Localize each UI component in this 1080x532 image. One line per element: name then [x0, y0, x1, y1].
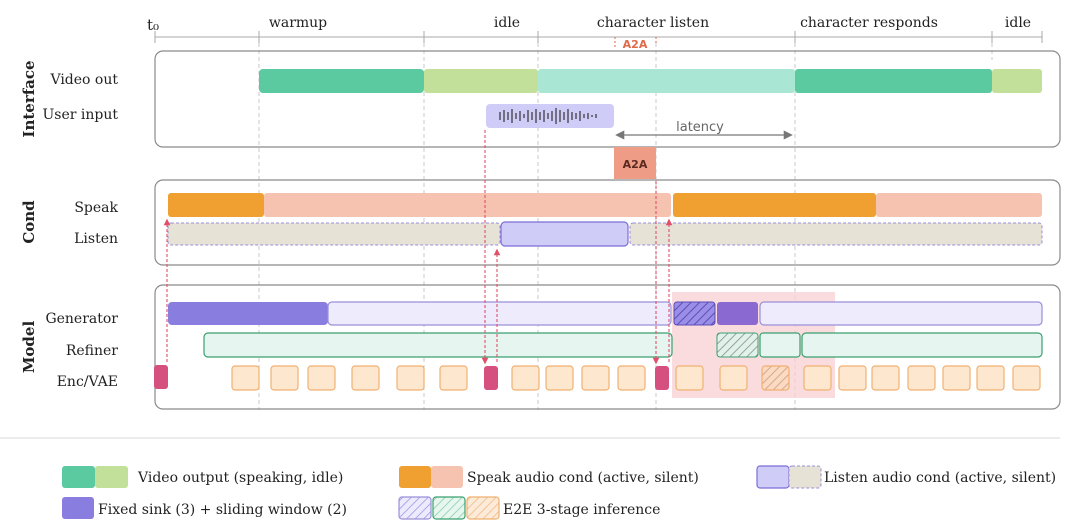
refiner-e2e-block — [716, 332, 759, 358]
vae-tile — [351, 365, 380, 391]
legend-swatch-e2e-generator — [398, 496, 432, 520]
vae-tile — [976, 365, 1005, 391]
phase-character-responds: character responds — [800, 15, 938, 31]
vae-tile — [803, 365, 832, 391]
enc-marker — [655, 366, 669, 390]
a2a-box — [614, 147, 656, 179]
legend-item-listen: Listen audio cond (active, silent) — [756, 465, 1056, 489]
legend-label-e2e: E2E 3-stage inference — [503, 502, 660, 518]
speak-silent-bar — [264, 193, 671, 217]
row-label-refiner: Refiner — [66, 343, 118, 359]
video-idle-bar — [424, 69, 538, 93]
vae-tile — [581, 365, 610, 391]
video-speaking-bar — [259, 69, 424, 93]
legend-item-e2e: E2E 3-stage inference — [398, 496, 660, 520]
row-label-video-out: Video out — [49, 72, 118, 88]
vae-tile — [907, 365, 936, 391]
legend-item-video: Video output (speaking, idle) — [62, 466, 343, 488]
t0-label: t₀ — [147, 16, 159, 34]
user-input-bar — [486, 104, 614, 128]
enc-marker — [484, 366, 498, 390]
row-label-user-input: User input — [42, 107, 118, 123]
vae-tile — [396, 365, 425, 391]
row-label-generator: Generator — [45, 311, 118, 327]
generator-block — [717, 302, 758, 325]
vae-tiles — [231, 365, 1041, 391]
model-section: Model Generator Refiner Enc/VAE — [20, 284, 1061, 410]
timeline: t₀ warmup idle character listen characte… — [147, 15, 1043, 51]
a2a-box-label: A2A — [623, 158, 648, 171]
generator-window-bar — [759, 301, 1043, 326]
a2a-top-label: A2A — [623, 38, 648, 51]
speak-active-bar — [168, 193, 264, 217]
listen-silent-bar — [167, 222, 501, 246]
legend-swatch-video-speaking — [62, 466, 95, 488]
phase-warmup: warmup — [269, 15, 327, 31]
phase-character-listen: character listen — [597, 15, 709, 31]
video-listen-bar — [538, 69, 795, 93]
legend-label-speak: Speak audio cond (active, silent) — [467, 470, 699, 486]
model-title: Model — [20, 321, 38, 374]
legend-swatch-video-idle — [95, 466, 128, 488]
legend-swatch-e2e-refiner — [432, 496, 466, 520]
listen-active-bar — [500, 221, 629, 247]
speak-silent-bar — [876, 193, 1042, 217]
model-frame — [154, 284, 1061, 410]
legend-item-sink: Fixed sink (3) + sliding window (2) — [62, 497, 347, 519]
phase-idle-end: idle — [1005, 15, 1031, 31]
refiner-bar — [801, 332, 1043, 358]
legend-label-sink: Fixed sink (3) + sliding window (2) — [98, 502, 347, 518]
row-label-enc-vae: Enc/VAE — [57, 374, 118, 390]
cond-frame — [154, 179, 1061, 266]
vae-tile — [511, 365, 540, 391]
legend-swatch-speak-active — [399, 466, 431, 488]
legend-label-video: Video output (speaking, idle) — [137, 470, 343, 486]
legend-swatch-e2e-vae — [466, 496, 500, 520]
waveform-icon — [499, 108, 597, 124]
generator-window-bar — [327, 301, 672, 326]
vae-tile — [270, 365, 299, 391]
generator-sink-bar — [168, 302, 328, 325]
vae-tile — [545, 365, 574, 391]
vae-tile — [942, 365, 971, 391]
legend-label-listen: Listen audio cond (active, silent) — [824, 470, 1056, 486]
refiner-bar — [203, 332, 673, 358]
vae-tile — [231, 365, 260, 391]
row-label-listen: Listen — [74, 231, 118, 247]
vae-tile — [439, 365, 468, 391]
row-label-speak: Speak — [74, 200, 118, 216]
legend-swatch-listen-active — [756, 465, 790, 489]
phase-idle: idle — [494, 15, 520, 31]
flow-arrows — [163, 130, 673, 365]
legend-item-speak: Speak audio cond (active, silent) — [399, 466, 699, 488]
vae-tile — [838, 365, 867, 391]
vae-e2e-tile — [761, 365, 790, 391]
vae-tile — [617, 365, 646, 391]
vae-tile — [675, 365, 704, 391]
interface-title: Interface — [20, 60, 38, 137]
legend-swatch-sink — [62, 497, 94, 519]
enc-marker — [154, 365, 168, 389]
legend-swatch-speak-silent — [431, 466, 463, 488]
listen-silent-bar — [629, 222, 1043, 246]
vae-tile — [1012, 365, 1041, 391]
cond-section: Cond Speak Listen — [20, 179, 1061, 266]
cond-title: Cond — [20, 200, 38, 244]
legend: Video output (speaking, idle) Speak audi… — [62, 465, 1056, 520]
vae-tile — [719, 365, 748, 391]
vae-tile — [307, 365, 336, 391]
speak-active-bar — [673, 193, 876, 217]
video-speaking-bar — [795, 69, 992, 93]
latency-label: latency — [676, 120, 724, 135]
legend-swatch-listen-silent — [788, 465, 822, 489]
generator-e2e-block — [673, 301, 716, 326]
video-idle-bar — [992, 69, 1042, 93]
interface-frame — [154, 50, 1061, 148]
interface-section: Interface Video out User input — [20, 50, 1061, 148]
refiner-block — [759, 332, 801, 358]
vae-tile — [871, 365, 900, 391]
